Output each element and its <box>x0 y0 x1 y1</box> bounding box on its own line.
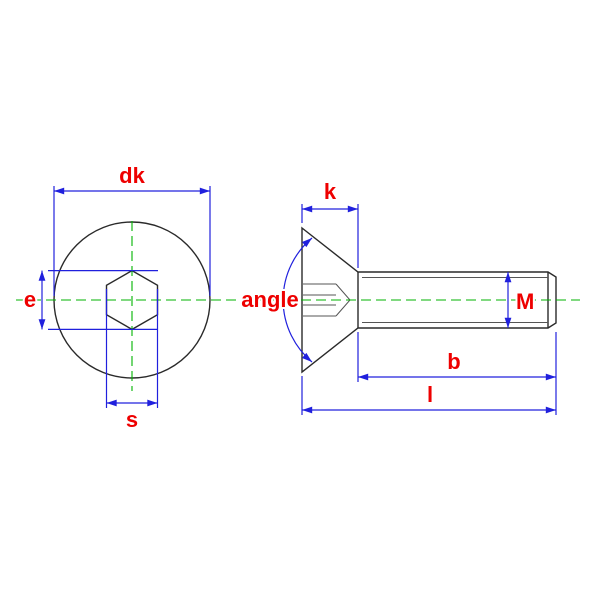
label-b: b <box>447 349 460 374</box>
dimension-s: s <box>105 289 159 434</box>
dimension-e: e <box>22 270 158 330</box>
dimension-m: M <box>504 272 536 328</box>
label-l: l <box>427 382 433 407</box>
label-angle: angle <box>241 287 298 312</box>
label-s: s <box>126 407 138 432</box>
label-k: k <box>324 179 337 204</box>
dimension-k: k <box>301 177 359 268</box>
dimension-l: l <box>301 376 556 415</box>
centerlines <box>16 221 580 391</box>
dimension-dk: dk <box>53 161 211 296</box>
angle-arc <box>282 237 313 363</box>
dimension-b: b <box>357 332 557 415</box>
label-e: e <box>24 287 36 312</box>
label-dk: dk <box>119 163 145 188</box>
label-m: M <box>516 289 534 314</box>
dimension-angle: angle <box>239 237 313 363</box>
